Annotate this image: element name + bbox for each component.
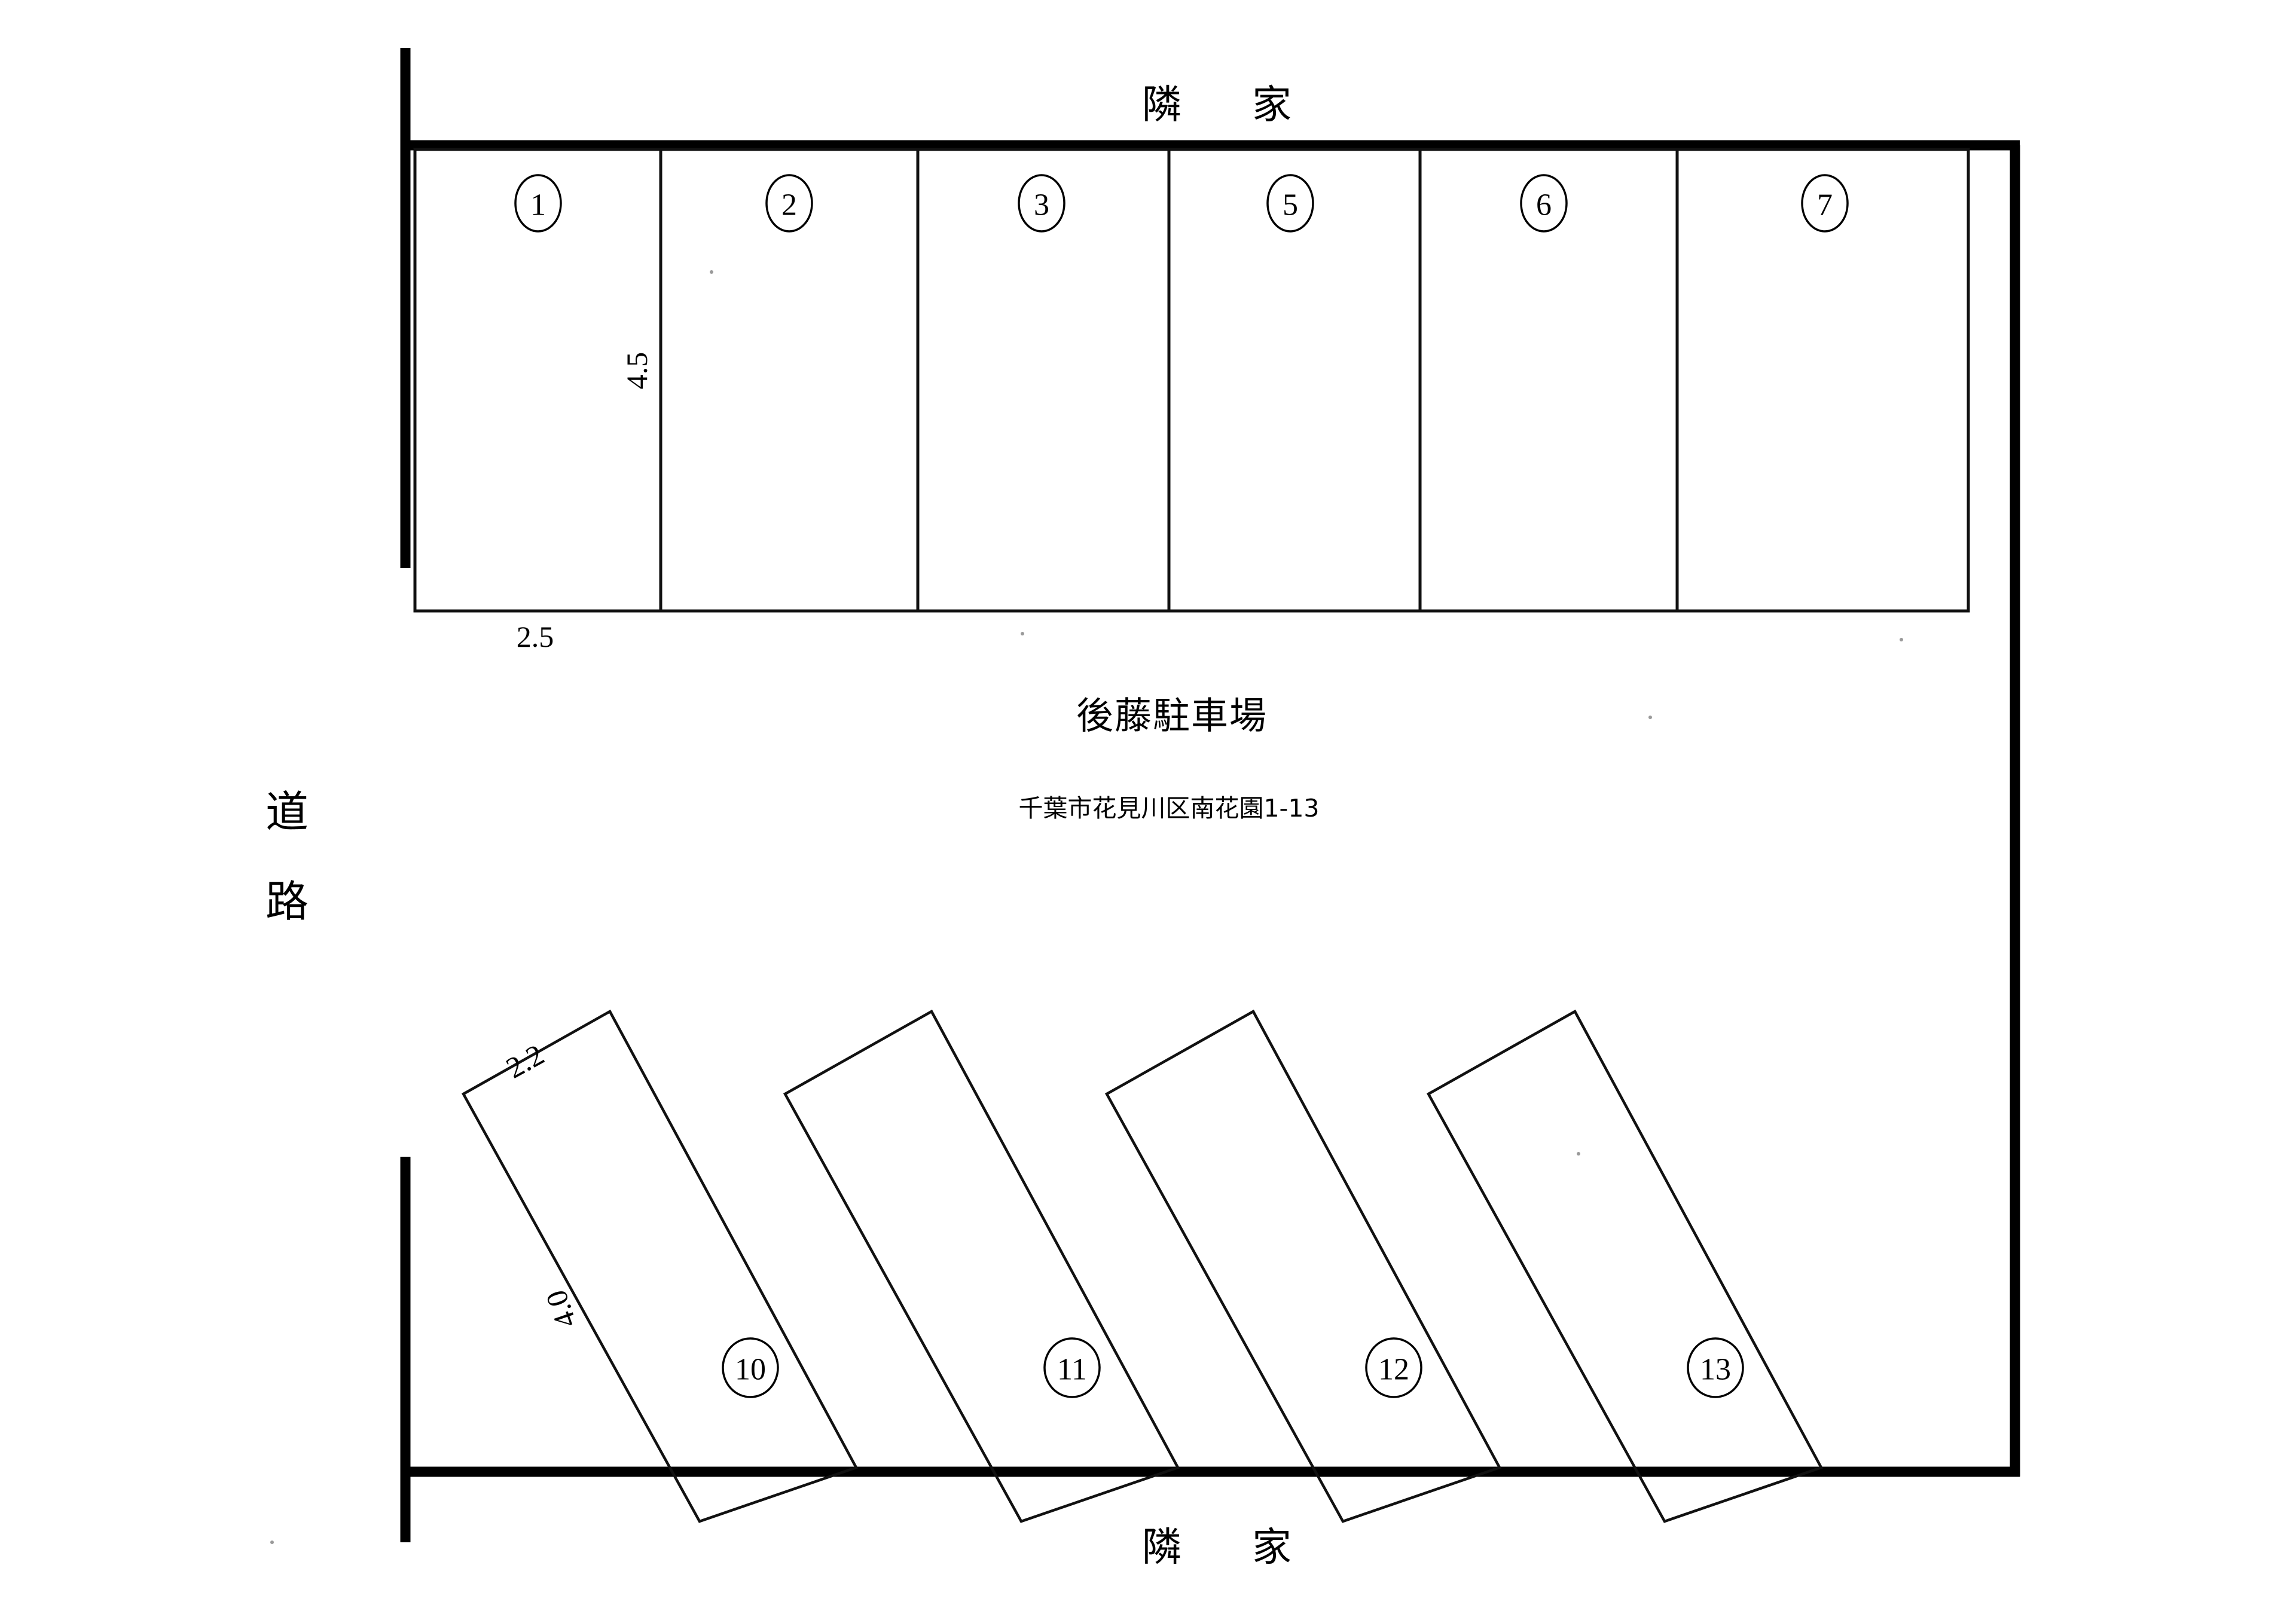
stall-marker-12[interactable]: 12 — [1365, 1337, 1422, 1398]
bottom-row-stalls — [461, 1009, 1824, 1523]
stall-marker-2[interactable]: 2 — [765, 174, 813, 233]
dimension-diagonal-2-2: 2.2 — [500, 1037, 549, 1084]
stall-circle-7 — [1801, 174, 1849, 233]
stall-marker-13[interactable]: 13 — [1687, 1337, 1744, 1398]
stall-label-6: 6 — [1536, 188, 1552, 222]
stall-marker-7[interactable]: 7 — [1801, 174, 1849, 233]
stall-marker-5[interactable]: 5 — [1266, 174, 1314, 233]
stall-marker-1[interactable]: 1 — [514, 174, 562, 233]
stall-circle-11 — [1043, 1337, 1101, 1398]
stall-circle-6 — [1520, 174, 1568, 233]
stall-label-7: 7 — [1817, 188, 1833, 222]
stall-circle-1 — [514, 174, 562, 233]
label-road-char-2: 路 — [265, 876, 309, 927]
stall-label-3: 3 — [1034, 188, 1049, 222]
stall-label-5: 5 — [1283, 188, 1298, 222]
stall-label-1: 1 — [530, 188, 546, 222]
bottom-row-stall-numbers: 10 11 12 13 — [722, 1337, 1744, 1398]
label-neighbor-top: 隣 家 — [1142, 82, 1307, 128]
stall-marker-6[interactable]: 6 — [1520, 174, 1568, 233]
dimension-depth-4-5: 4.5 — [620, 352, 654, 390]
stall-marker-11[interactable]: 11 — [1043, 1337, 1101, 1398]
stall-circle-10 — [722, 1337, 779, 1398]
stall-circle-3 — [1018, 174, 1065, 233]
title-block: 後藤駐車場 千葉市花見川区南花園1-13 — [1018, 694, 1319, 823]
diagonal-stall-shape-13[interactable] — [1426, 1009, 1824, 1523]
dimension-diagonal-4-0: 4.0 — [539, 1286, 582, 1332]
stall-label-11: 11 — [1057, 1353, 1087, 1387]
address-text: 千葉市花見川区南花園1-13 — [1018, 794, 1319, 823]
stall-label-10: 10 — [735, 1353, 766, 1387]
lot-boundary — [400, 48, 2020, 1542]
stall-circle-12 — [1365, 1337, 1422, 1398]
top-row-stalls — [413, 148, 1970, 613]
stall-label-13: 13 — [1700, 1353, 1731, 1387]
stall-label-2: 2 — [781, 188, 797, 222]
scan-artifacts — [270, 270, 1903, 1544]
diagonal-stall-shape-10[interactable] — [461, 1009, 859, 1523]
dimension-width-2-5: 2.5 — [517, 620, 554, 653]
top-row-dimensions: 4.5 2.5 — [517, 352, 654, 653]
stall-marker-10[interactable]: 10 — [722, 1337, 779, 1398]
label-road-char-1: 道 — [265, 787, 309, 837]
top-row-stall-numbers: 1 2 3 5 6 7 — [514, 174, 1849, 233]
label-neighbor-bottom: 隣 家 — [1142, 1524, 1307, 1570]
top-row-outline — [413, 148, 1970, 613]
page-title: 後藤駐車場 — [1076, 694, 1268, 738]
diagonal-stall-shape-11[interactable] — [783, 1009, 1180, 1523]
diagonal-stall-shape-12[interactable] — [1104, 1009, 1502, 1523]
stall-circle-5 — [1266, 174, 1314, 233]
label-road: 道 路 — [265, 787, 309, 927]
stall-circle-2 — [765, 174, 813, 233]
stall-circle-13 — [1687, 1337, 1744, 1398]
stall-label-12: 12 — [1378, 1353, 1409, 1387]
stall-marker-3[interactable]: 3 — [1018, 174, 1065, 233]
